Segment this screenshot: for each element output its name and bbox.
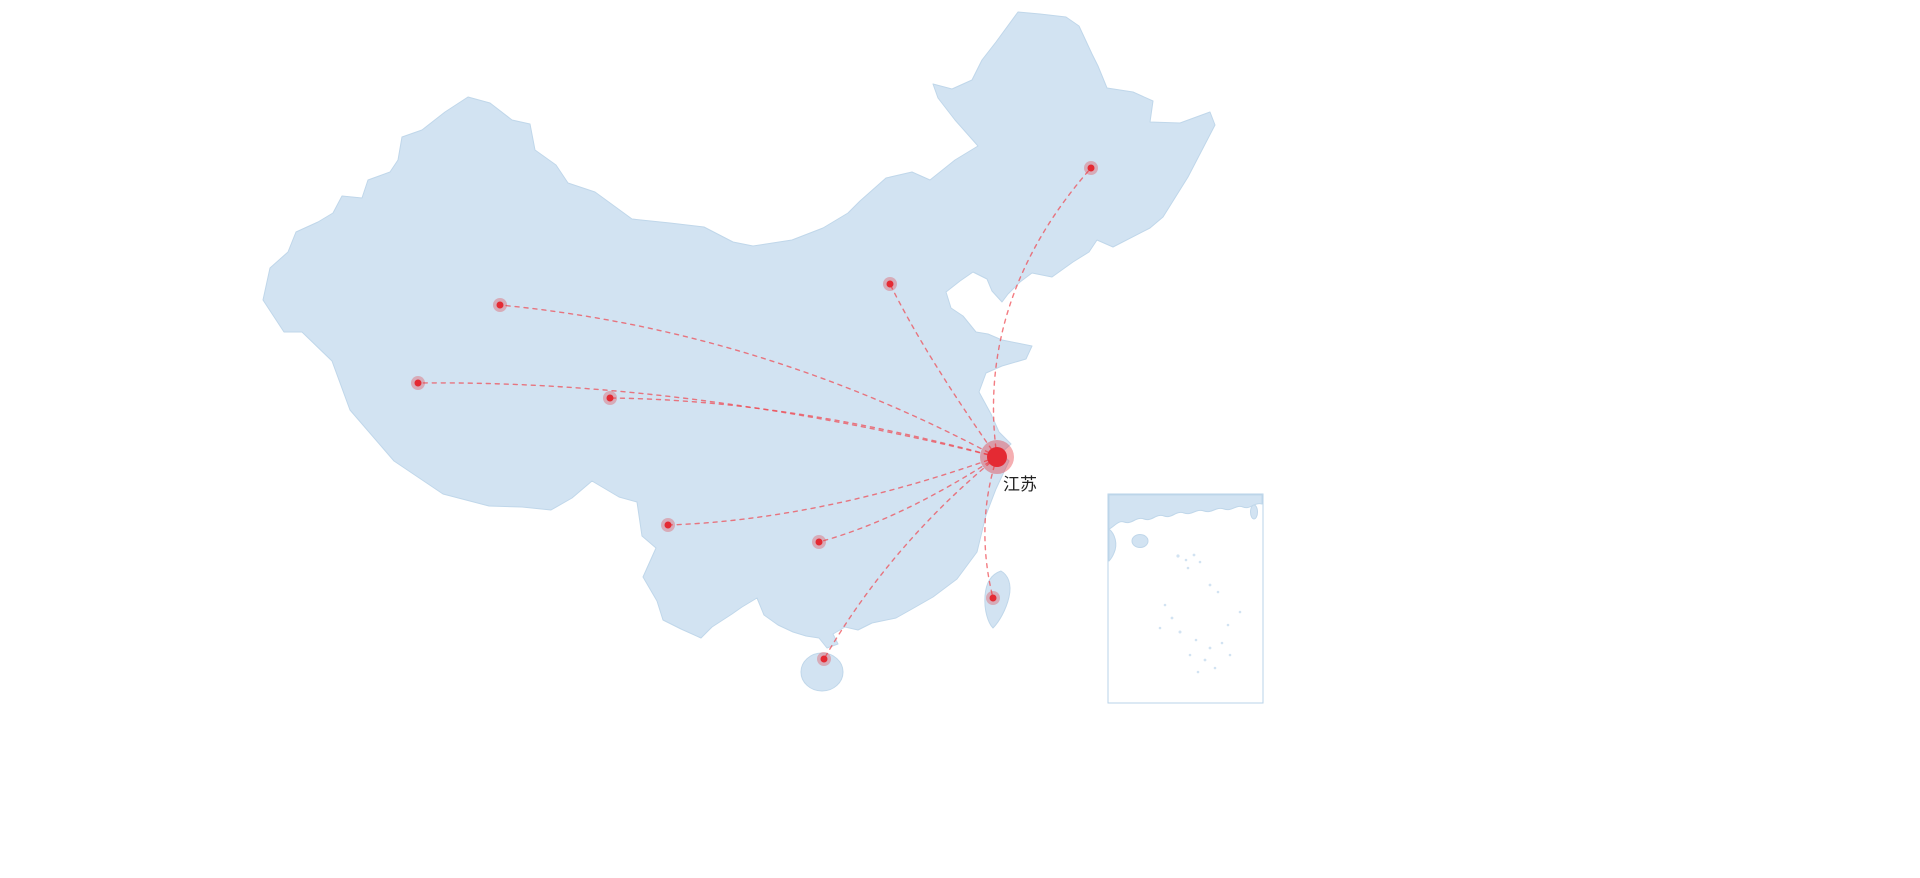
connection-line-3 <box>499 304 998 458</box>
inset-south-china-coast <box>1108 494 1263 530</box>
city-dot-8[interactable] <box>989 594 997 602</box>
city-dot-9[interactable] <box>820 655 828 663</box>
inset-left-coast <box>1108 528 1117 562</box>
hub-label: 江苏 <box>1003 475 1037 495</box>
china-map-layer <box>262 11 1216 692</box>
connection-line-6 <box>667 456 998 526</box>
inset-hainan <box>1131 534 1149 548</box>
taiwan-island <box>984 570 1011 629</box>
hainan-island <box>800 652 844 692</box>
inset-frame <box>1107 493 1264 704</box>
city-dot-5[interactable] <box>606 394 614 402</box>
inset-taiwan <box>1250 504 1258 520</box>
hub-dot[interactable] <box>987 447 1007 467</box>
city-dot-7[interactable] <box>815 538 823 546</box>
city-dot-3[interactable] <box>496 301 504 309</box>
city-dot-1[interactable] <box>1087 164 1095 172</box>
south-china-sea-inset <box>1107 493 1264 704</box>
connection-line-9 <box>823 456 998 660</box>
connection-line-5 <box>609 397 998 458</box>
city-dot-2[interactable] <box>886 280 894 288</box>
china-mainland[interactable] <box>262 11 1216 649</box>
connection-line-7 <box>818 456 998 543</box>
city-dot-4[interactable] <box>414 379 422 387</box>
connection-line-8 <box>984 456 998 599</box>
connection-line-4 <box>417 382 998 458</box>
city-dot-6[interactable] <box>664 521 672 529</box>
connection-lines <box>417 167 1092 660</box>
connection-line-2 <box>889 283 998 458</box>
inset-island-specks <box>1158 553 1242 674</box>
city-points <box>411 161 1098 666</box>
connection-line-1 <box>992 167 1092 458</box>
hub-marker[interactable] <box>980 440 1014 474</box>
